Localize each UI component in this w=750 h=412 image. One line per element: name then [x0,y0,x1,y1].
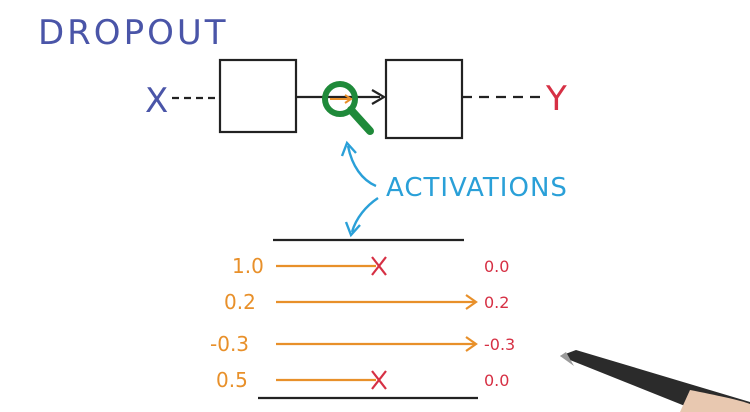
activation-rows: 1.0 0.0 0.2 0.2 -0.3 -0.3 0.5 0.0 [210,254,515,392]
activation-in-value: 0.5 [216,368,248,392]
annotation-arrowhead-down [344,221,361,238]
activation-in-value: -0.3 [210,332,249,356]
activation-in-value: 1.0 [232,254,264,278]
annotation-arrow-down [350,197,379,233]
layer-box-2 [384,58,464,140]
layer-box-1 [218,58,298,134]
activation-row: 0.2 0.2 [224,290,509,314]
activation-arrowhead [465,294,478,310]
activation-out-value: 0.0 [484,257,509,276]
diagram-title: DROPOUT [38,13,229,53]
activation-row: 0.5 0.0 [216,368,509,392]
magnifier-icon [322,81,374,135]
activations-label: ACTIVATIONS [386,173,568,203]
output-label-y: Y [545,79,567,119]
dropped-x-mark [371,370,387,390]
connection-arrowhead [371,89,387,105]
activation-out-value: -0.3 [484,335,515,354]
annotation-arrow-up [346,145,377,188]
activation-arrowhead [465,336,478,352]
activation-out-value: 0.2 [484,293,509,312]
activation-in-value: 0.2 [224,290,256,314]
activation-row: -0.3 -0.3 [210,332,515,356]
activation-row: 1.0 0.0 [232,254,509,278]
annotation-arrowhead-up [340,140,357,157]
input-label-x: X [145,81,168,121]
activation-out-value: 0.0 [484,371,509,390]
dropped-x-mark [371,256,387,276]
pen-icon [560,350,750,412]
